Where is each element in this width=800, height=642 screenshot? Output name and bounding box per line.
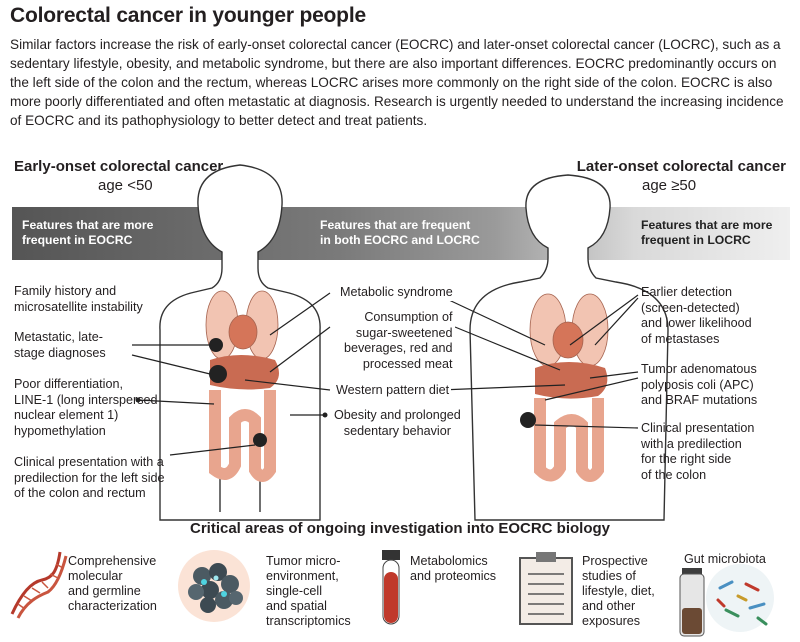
eocrc-feature-left-side: Clinical presentation with a predilectio… — [14, 455, 165, 502]
item-line: characterization — [68, 599, 157, 613]
item-line: and spatial — [266, 599, 327, 613]
item-line: transcriptomics — [266, 614, 351, 628]
band-locrc-line: Features that are more — [641, 218, 773, 232]
feature-line: Earlier detection — [641, 285, 733, 299]
shared-feature-metabolic-syndrome: Metabolic syndrome — [338, 285, 455, 301]
shared-feature-western-diet: Western pattern diet — [334, 383, 452, 399]
feature-line: for the right side — [641, 452, 732, 466]
eocrc-feature-family-history: Family history and microsatellite instab… — [14, 284, 143, 315]
feature-line: processed meat — [362, 356, 453, 371]
feature-line: sedentary behavior — [343, 423, 451, 438]
feature-line: Tumor adenomatous — [641, 362, 757, 376]
feature-line: sugar-sweetened — [355, 325, 453, 340]
locrc-feature-mutations: Tumor adenomatous polyposis coli (APC) a… — [641, 362, 757, 409]
feature-line: LINE-1 (long interspersed — [14, 392, 158, 407]
item-line: Tumor micro- — [266, 554, 341, 568]
investigation-item-prospective-studies: Prospective studies of lifestyle, diet, … — [582, 554, 655, 629]
feature-line: Clinical presentation — [641, 421, 755, 435]
feature-line: nuclear element 1) — [14, 408, 119, 422]
item-line: Prospective — [582, 554, 648, 568]
feature-line: beverages, red and — [344, 341, 453, 355]
leader-dots-middle — [322, 412, 328, 418]
feature-line: Consumption of — [364, 310, 453, 324]
eocrc-feature-metastatic: Metastatic, late- stage diagnoses — [14, 330, 106, 361]
leader-lines-middle — [244, 292, 566, 416]
item-line: Metabolomics — [410, 554, 488, 568]
band-both-line: in both EOCRC and LOCRC — [320, 233, 480, 247]
leader-lines-left — [131, 344, 256, 456]
feature-line: of the colon — [641, 467, 707, 482]
shared-feature-obesity: Obesity and prolonged sedentary behavior — [332, 408, 463, 439]
locrc-feature-earlier-detection: Earlier detection (screen-detected) and … — [641, 285, 752, 347]
item-line: studies of — [582, 569, 636, 583]
item-line: and proteomics — [410, 569, 497, 583]
feature-line: (screen-detected) — [641, 300, 740, 315]
band-eocrc-line: frequent in EOCRC — [22, 233, 133, 247]
later-onset-heading: Later-onset colorectal cancer — [576, 158, 786, 175]
feature-line: Metastatic, late- — [14, 330, 103, 344]
item-line: Gut microbiota — [684, 552, 766, 566]
band-label-both: Features that are frequent in both EOCRC… — [320, 218, 480, 248]
item-line: exposures — [582, 614, 641, 628]
investigation-item-gut-microbiota: Gut microbiota — [684, 552, 766, 567]
leader-dots-left — [135, 397, 141, 403]
item-line: and other — [582, 599, 636, 613]
band-eocrc-line: Features that are more — [22, 218, 154, 232]
feature-line: hypomethylation — [14, 423, 106, 438]
investigation-item-microenvironment: Tumor micro- environment, single-cell an… — [266, 554, 351, 629]
item-line: Comprehensive — [68, 554, 157, 568]
later-onset-age: age ≥50 — [642, 177, 697, 194]
item-line: and germline — [68, 584, 141, 598]
eocrc-feature-poor-differentiation: Poor differentiation, LINE-1 (long inter… — [14, 377, 158, 439]
item-line: single-cell — [266, 584, 322, 598]
investigation-title: Critical areas of ongoing investigation … — [189, 520, 611, 537]
feature-line: Western pattern diet — [336, 383, 450, 397]
shared-feature-consumption: Consumption of sugar-sweetened beverages… — [342, 310, 455, 372]
feature-line: Family history and — [14, 284, 117, 298]
feature-line: of metastases — [641, 331, 720, 346]
leader-lines-right — [534, 294, 639, 429]
band-locrc-line: frequent in LOCRC — [641, 233, 751, 247]
feature-line: of the colon and rectum — [14, 486, 146, 500]
feature-line: stage diagnoses — [14, 345, 106, 360]
item-line: lifestyle, diet, — [582, 584, 655, 598]
investigation-item-metabolomics: Metabolomics and proteomics — [410, 554, 496, 584]
early-onset-age: age <50 — [98, 177, 153, 194]
feature-line: Obesity and prolonged — [334, 408, 461, 422]
early-onset-heading: Early-onset colorectal cancer — [14, 158, 224, 175]
feature-line: Metabolic syndrome — [340, 285, 453, 299]
item-line: molecular — [68, 569, 123, 583]
feature-line: polyposis coli (APC) — [641, 377, 754, 392]
feature-line: predilection for the left side — [14, 470, 165, 485]
feature-line: and lower likelihood — [641, 316, 752, 330]
intro-paragraph: Similar factors increase the risk of ear… — [10, 37, 784, 128]
feature-band — [12, 207, 790, 260]
item-line: environment, — [266, 569, 339, 583]
feature-line: Poor differentiation, — [14, 377, 123, 391]
band-label-locrc: Features that are more frequent in LOCRC — [641, 218, 772, 248]
page-title: Colorectal cancer in younger people — [10, 4, 366, 27]
investigation-item-molecular: Comprehensive molecular and germline cha… — [68, 554, 157, 614]
band-label-eocrc: Features that are more frequent in EOCRC — [22, 218, 153, 248]
locrc-feature-right-side: Clinical presentation with a predilectio… — [641, 421, 754, 483]
band-both-line: Features that are frequent — [320, 218, 471, 232]
feature-line: microsatellite instability — [14, 299, 143, 314]
feature-line: Clinical presentation with a — [14, 455, 164, 469]
feature-line: and BRAF mutations — [641, 393, 758, 407]
left-organs — [205, 290, 279, 482]
feature-line: with a predilection — [641, 436, 742, 451]
